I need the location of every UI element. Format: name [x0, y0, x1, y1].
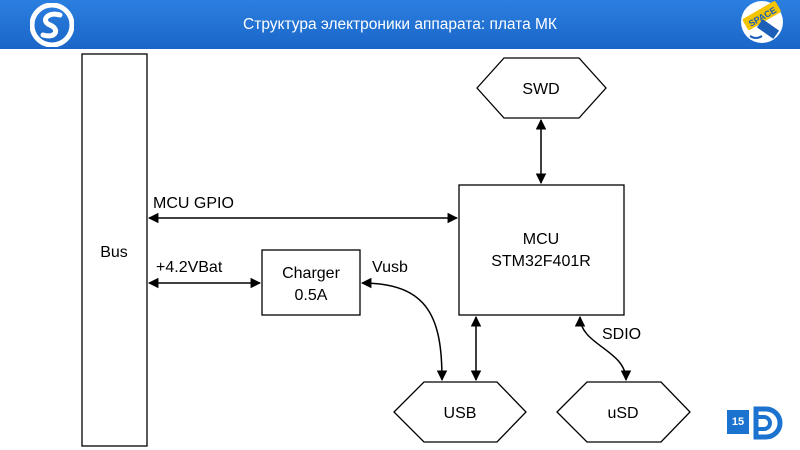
slide-number: 15: [727, 410, 749, 434]
usd-label: uSD: [607, 405, 638, 422]
usb-label: USB: [444, 405, 477, 422]
title-bar: [0, 0, 800, 49]
bus-label: Bus: [100, 244, 128, 261]
slide-title: Структура электроники аппарата: плата МК: [243, 16, 557, 33]
vusb-arrow: [360, 277, 448, 382]
swd-node: [476, 57, 607, 119]
sdio-label: SDIO: [602, 326, 641, 343]
company-logo-icon: [30, 3, 74, 47]
mcu-gpio-label: MCU GPIO: [153, 195, 234, 212]
charger-rating-label: 0.5A: [295, 287, 328, 304]
sdio-arrow: [574, 315, 632, 382]
mcu-part-label: STM32F401R: [491, 253, 591, 270]
mcu-label: MCU: [523, 231, 559, 248]
bus-block: [81, 53, 148, 447]
footer-logo-icon: [753, 406, 783, 440]
charger-block: [261, 249, 361, 316]
charger-label: Charger: [282, 265, 340, 282]
usd-node: [556, 381, 691, 443]
space-satellite-logo-icon: SPACE: [741, 1, 783, 43]
swd-label: SWD: [522, 81, 559, 98]
usb-node: [393, 381, 527, 443]
vusb-label: Vusb: [372, 259, 408, 276]
mcu-block: [458, 184, 625, 316]
vbat-label: +4.2VBat: [156, 259, 223, 276]
